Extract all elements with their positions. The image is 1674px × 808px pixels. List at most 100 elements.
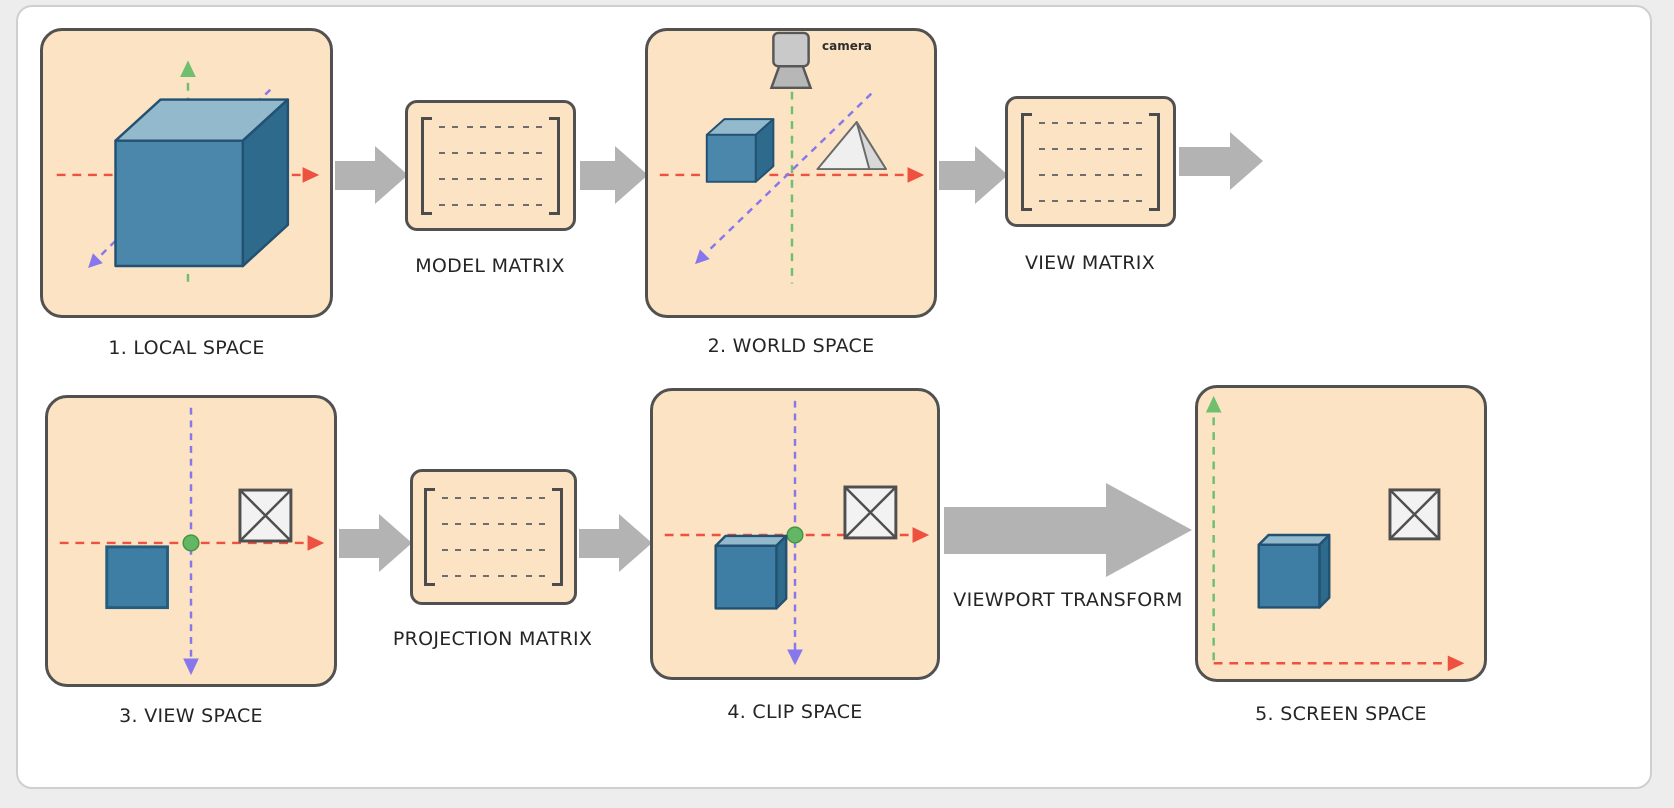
flow-arrow-view-to-projection: [339, 514, 412, 572]
x-axis: [59, 535, 325, 551]
x-axis-arrowhead-icon: [912, 527, 930, 543]
arrow-shaft: [944, 506, 1106, 554]
matrix-dash: [495, 177, 514, 180]
clip-space-panel: [650, 388, 940, 680]
x-axis-arrowhead-icon: [302, 167, 320, 183]
matrix-dash: [526, 523, 545, 525]
flow-arrow-view-matrix-out: [1179, 132, 1263, 190]
cube-icon: [705, 118, 775, 183]
matrix-dash: [1039, 199, 1058, 202]
matrix-dash: [523, 177, 542, 180]
matrix-bracket-right-icon: [1149, 112, 1160, 211]
flow-arrow-projection-to-clip: [579, 514, 652, 572]
matrix-dash: [498, 575, 517, 577]
sprite-icon: [238, 488, 293, 543]
matrix-dash: [1123, 121, 1142, 124]
arrow-head-icon: [619, 514, 652, 572]
arrow-shaft: [1179, 146, 1230, 176]
view-space-label: 3. VIEW SPACE: [119, 705, 263, 727]
cube-icon: [114, 98, 290, 268]
flow-arrow-world-to-view: [939, 146, 1008, 204]
clip-space-art: [664, 400, 930, 666]
arrow-head-icon: [975, 146, 1008, 204]
matrix-bracket-left-icon: [424, 488, 435, 586]
sprite-icon: [1388, 488, 1441, 541]
matrix-dash: [498, 523, 517, 525]
local-space-panel: [40, 28, 333, 318]
matrix-dash: [1095, 147, 1114, 150]
matrix-dash: [470, 523, 489, 525]
matrix-dash: [1095, 199, 1114, 202]
cube-icon: [1257, 533, 1331, 609]
view-matrix-box: [1005, 96, 1176, 227]
matrix-bracket-left-icon: [421, 116, 432, 215]
world-space-art: [659, 31, 925, 284]
origin-dot-icon: [786, 526, 804, 544]
x-axis: [1213, 655, 1465, 672]
matrix-dash: [495, 203, 514, 206]
matrix-dash: [1039, 147, 1058, 150]
z-axis-arrowhead-icon: [183, 658, 199, 676]
matrix-dash: [1123, 199, 1142, 202]
matrix-dash: [442, 523, 461, 525]
arrow-shaft: [580, 160, 615, 190]
matrix-dash: [526, 549, 545, 551]
matrix-dash: [1067, 199, 1086, 202]
matrix-dash: [1067, 173, 1086, 176]
matrix-dash: [442, 549, 461, 551]
view-space-art: [59, 407, 325, 676]
z-axis: [695, 92, 873, 265]
matrix-dots: [1039, 121, 1142, 202]
matrix-dash: [470, 575, 489, 577]
clip-space-label: 4. CLIP SPACE: [727, 701, 863, 723]
matrix-dash: [467, 203, 486, 206]
local-space-art: [56, 60, 320, 282]
matrix-dash: [526, 575, 545, 577]
matrix-dash: [470, 549, 489, 551]
arrow-head-icon: [615, 146, 648, 204]
flow-arrow-local-to-model: [335, 146, 408, 204]
z-axis-arrowhead-icon: [787, 649, 803, 666]
matrix-dash: [439, 203, 458, 206]
arrow-head-icon: [1230, 132, 1263, 190]
origin-dot-icon: [182, 534, 200, 552]
pyramid-icon: [816, 121, 887, 171]
sprite-icon: [843, 485, 898, 540]
arrow-shaft: [339, 528, 379, 558]
model-matrix-box: [405, 100, 576, 231]
view-space-panel: [45, 395, 337, 687]
local-space-label: 1. LOCAL SPACE: [108, 337, 265, 359]
y-axis: [1205, 395, 1222, 661]
matrix-dash: [495, 125, 514, 128]
matrix-dash: [498, 549, 517, 551]
matrix-dash: [442, 575, 461, 577]
matrix-dash: [1095, 121, 1114, 124]
arrow-shaft: [335, 160, 375, 190]
flow-arrow-model-to-world: [580, 146, 648, 204]
matrix-bracket-left-icon: [1021, 112, 1032, 211]
matrix-dash: [467, 125, 486, 128]
matrix-dash: [523, 151, 542, 154]
arrow-head-icon: [1106, 483, 1192, 577]
model-matrix-label: MODEL MATRIX: [415, 255, 565, 277]
matrix-dash: [470, 497, 489, 499]
matrix-dash: [1095, 173, 1114, 176]
matrix-dash: [439, 125, 458, 128]
matrix-dash: [1123, 147, 1142, 150]
matrix-dash: [1123, 173, 1142, 176]
matrix-dash: [495, 151, 514, 154]
world-space-panel: camera: [645, 28, 937, 318]
matrix-dash: [1067, 147, 1086, 150]
matrix-dash: [467, 151, 486, 154]
camera-label: camera: [822, 39, 872, 53]
matrix-dash: [523, 203, 542, 206]
matrix-dash: [442, 497, 461, 499]
arrow-head-icon: [375, 146, 408, 204]
screen-space-art: [1205, 395, 1465, 672]
projection-matrix-box: [410, 469, 577, 605]
world-space-label: 2. WORLD SPACE: [707, 335, 875, 357]
matrix-dash: [1067, 121, 1086, 124]
matrix-dots: [439, 125, 542, 206]
arrow-shaft: [939, 160, 975, 190]
matrix-dots: [442, 497, 545, 577]
